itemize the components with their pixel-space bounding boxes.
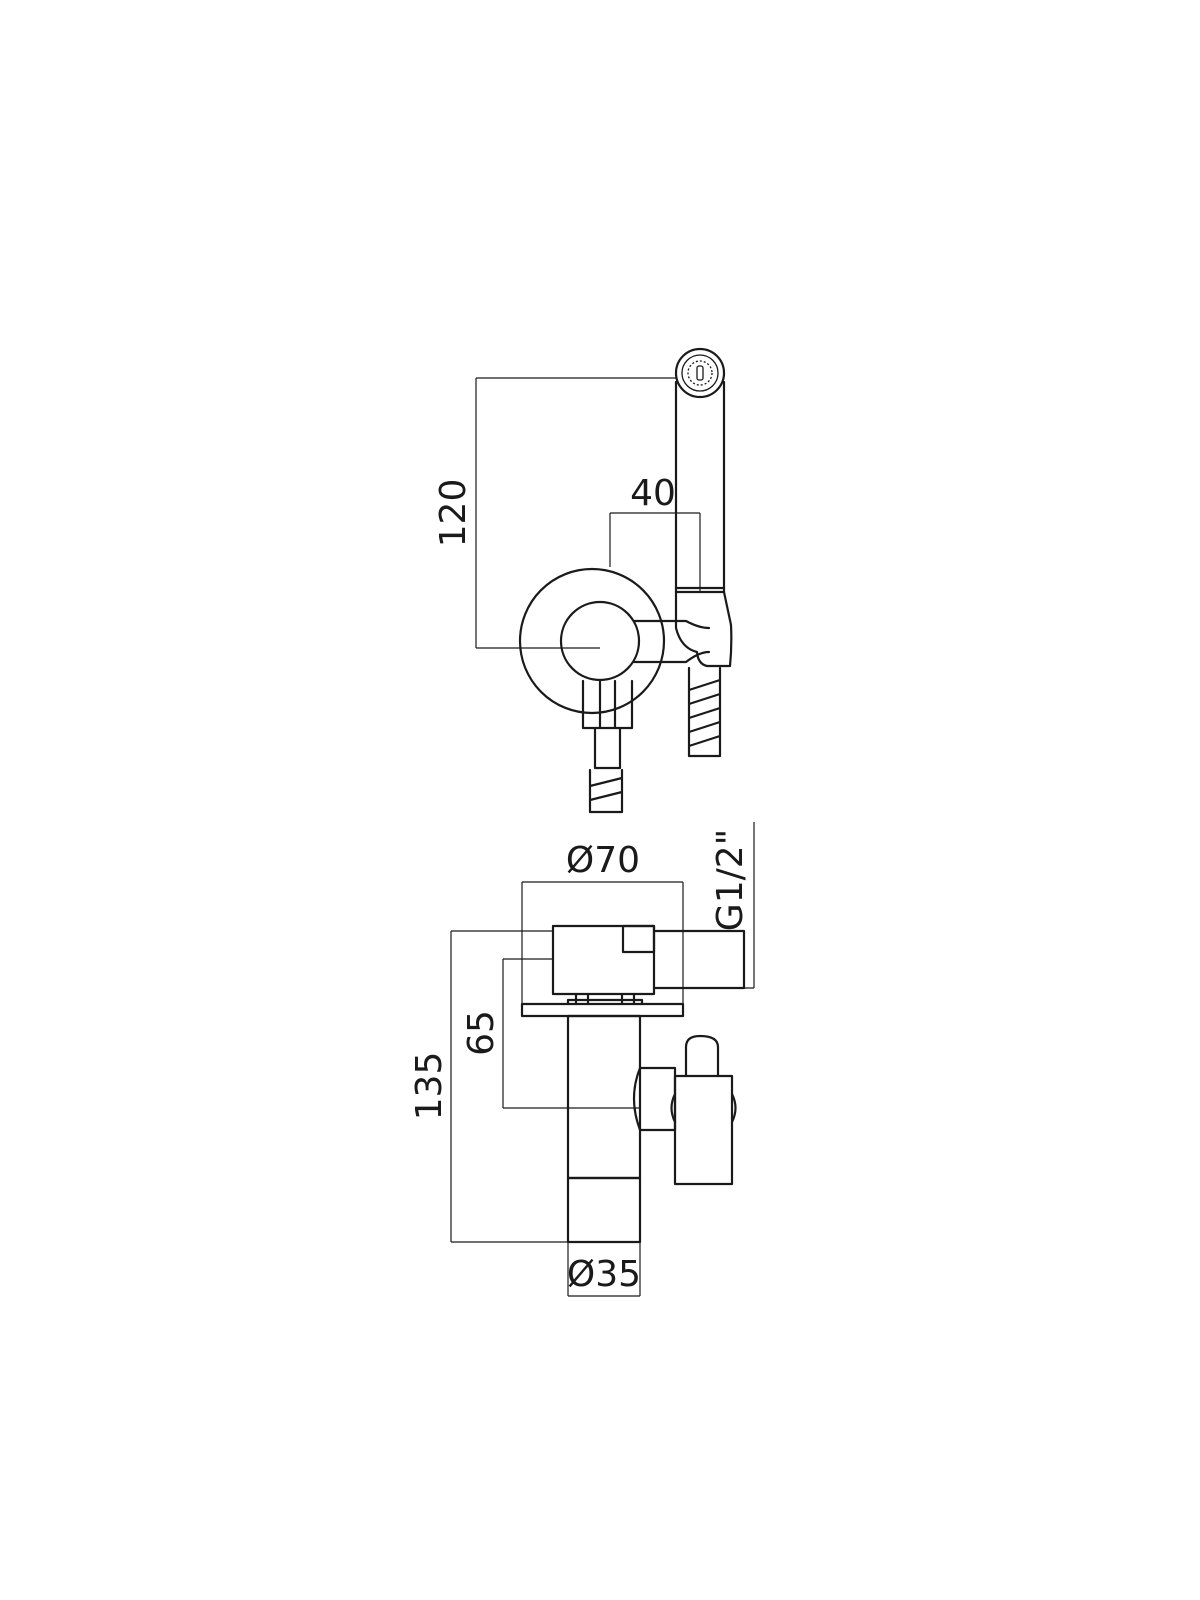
dimension-135: 135 bbox=[409, 930, 568, 1243]
valve-stem bbox=[566, 1014, 642, 1180]
dimension-120: 120 bbox=[433, 377, 676, 649]
valve-lever bbox=[581, 679, 634, 770]
wall-rosette bbox=[518, 567, 666, 715]
side-handle-pivot bbox=[670, 1092, 737, 1124]
dimension-135-label: 135 bbox=[409, 1052, 450, 1121]
dimension-g12: G1/2" bbox=[654, 822, 755, 989]
shower-head-nozzles bbox=[687, 360, 713, 386]
shower-head-face bbox=[681, 354, 719, 392]
valve-head bbox=[551, 924, 656, 996]
shower-head-rim bbox=[674, 347, 726, 399]
dimension-65: 65 bbox=[461, 958, 640, 1109]
dimension-35: Ø35 bbox=[567, 1242, 641, 1297]
holder-hose bbox=[687, 666, 722, 758]
dimension-40-label: 40 bbox=[630, 473, 676, 514]
handset-holder bbox=[674, 590, 733, 668]
dimension-40: 40 bbox=[609, 473, 701, 592]
shower-head-center bbox=[696, 365, 704, 381]
rosette-plate bbox=[520, 1002, 685, 1018]
valve-body bbox=[559, 600, 641, 682]
side-handle-knob bbox=[684, 1034, 720, 1078]
side-outlet bbox=[632, 1066, 677, 1132]
dimension-70-label: Ø70 bbox=[566, 840, 640, 881]
top-view: 120 40 bbox=[433, 347, 733, 814]
dimension-65-label: 65 bbox=[461, 1010, 502, 1056]
holder-hose-coils bbox=[687, 678, 722, 748]
dimension-g12-label: G1/2" bbox=[710, 829, 751, 931]
dimension-120-label: 120 bbox=[433, 479, 474, 548]
valve-hose bbox=[588, 768, 624, 814]
front-view: Ø70 G1/2" 65 135 Ø35 bbox=[409, 822, 755, 1297]
wall-connection-pipe bbox=[652, 929, 746, 990]
dimension-35-label: Ø35 bbox=[567, 1254, 641, 1295]
side-handle bbox=[673, 1074, 734, 1186]
stem-outlet bbox=[566, 1176, 642, 1244]
cartridge-nut bbox=[566, 992, 644, 1006]
dimension-70: Ø70 bbox=[521, 840, 684, 1004]
valve-head-notch bbox=[621, 924, 656, 954]
